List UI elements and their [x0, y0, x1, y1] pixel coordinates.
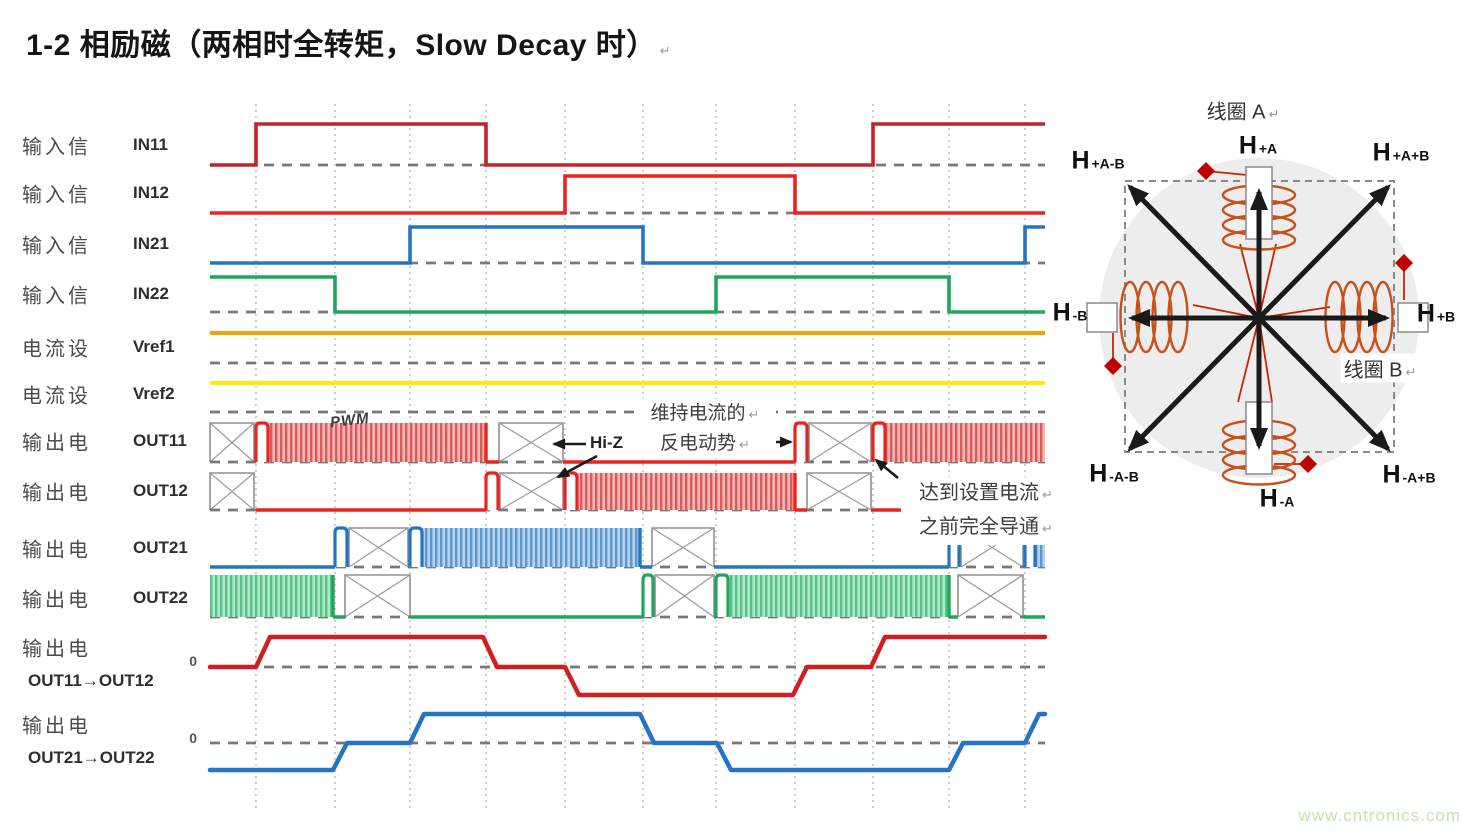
row-label-in12: 输入信 [22, 184, 91, 207]
field-label-h-minus-a-plus-b: H-A+B [1382, 461, 1435, 490]
row-label-vref2: 电流设 [22, 385, 91, 408]
zero-level-label-out11-out12: 0 [189, 653, 197, 669]
field-label-h-minus-a: H-A [1260, 485, 1295, 514]
signal-name-out12: OUT12 [133, 481, 188, 500]
field-label-main: H [1052, 298, 1071, 327]
return-mark: ↵ [1042, 521, 1053, 536]
row-label-out11: 输出电 [22, 432, 91, 455]
signal-name-out21: OUT21 [133, 538, 188, 557]
field-label-sub: -A [1279, 493, 1295, 510]
signal-name-out22: OUT22 [133, 588, 188, 607]
field-label-h-plus-a-plus-b: H+A+B [1373, 139, 1430, 168]
hiz-annotation: Hi-Z [588, 433, 626, 453]
reach-current-annotation: 达到设置电流↵ 之前完全导通↵ [901, 477, 1071, 545]
page-title-text: 1-2 相励磁（两相时全转矩，Slow Decay 时） [26, 29, 657, 62]
field-label-h-plus-a-minus-b: H+A-B [1071, 147, 1124, 176]
signal-name-vref1: Vref1 [133, 337, 175, 356]
field-label-h-minus-a-minus-b: H-A-B [1089, 460, 1139, 489]
field-label-main: H [1259, 484, 1278, 513]
field-label-sub: +A-B [1091, 155, 1125, 172]
return-mark: ↵ [659, 43, 672, 58]
back-emf-annotation: 维持电流的↵ 反电动势↵ [634, 399, 776, 459]
coil-a-label-text: 线圈 A [1206, 101, 1266, 124]
field-label-h-minus-b: H-B [1053, 299, 1088, 328]
back-emf-line1: 维持电流的 [650, 403, 746, 424]
return-mark: ↵ [1268, 106, 1280, 122]
return-mark: ↵ [739, 437, 750, 452]
field-label-main: H [1089, 459, 1108, 488]
field-label-sub: +B [1436, 308, 1456, 325]
signal-name-vref2: Vref2 [133, 384, 175, 403]
field-label-h-plus-b: H+B [1417, 300, 1455, 329]
signal-name-in11: IN11 [133, 135, 168, 154]
signal-name-in21: IN21 [133, 234, 169, 253]
return-mark: ↵ [1405, 364, 1417, 380]
return-mark: ↵ [748, 407, 760, 422]
coil-a-label: 线圈 A↵ [1207, 96, 1280, 125]
watermark: www.cntronics.com [1298, 806, 1461, 825]
row-label-vref1: 电流设 [22, 338, 91, 361]
field-label-main: H [1238, 131, 1257, 160]
field-label-sub: -A-B [1109, 468, 1139, 485]
reach-current-line1: 达到设置电流 [919, 482, 1040, 504]
field-label-sub: +A [1258, 140, 1278, 157]
reach-current-line2: 之前完全导通 [919, 516, 1040, 538]
signal-name-out11-out12: OUT11→OUT12 [28, 671, 154, 690]
signal-name-out21-out22: OUT21→OUT22 [28, 748, 155, 767]
page-title: 1-2 相励磁（两相时全转矩，Slow Decay 时）↵ [26, 20, 671, 64]
field-label-main: H [1382, 460, 1401, 489]
row-label-in11: 输入信 [22, 136, 91, 159]
coil-b-label: 线圈 B↵ [1340, 353, 1420, 383]
row-label-out21: 输出电 [22, 539, 91, 562]
field-label-h-plus-a: H+A [1239, 132, 1277, 161]
back-emf-line2: 反电动势 [660, 433, 737, 454]
field-label-sub: -A+B [1402, 469, 1436, 486]
row-label-in21: 输入信 [22, 235, 91, 258]
field-label-main: H [1071, 146, 1090, 175]
field-label-sub: -B [1072, 307, 1088, 324]
row-label-out22: 输出电 [22, 589, 91, 612]
signal-name-in12: IN12 [133, 183, 169, 202]
field-label-sub: +A+B [1392, 147, 1430, 164]
signal-name-out11: OUT11 [133, 431, 187, 450]
field-label-main: H [1372, 138, 1391, 167]
return-mark: ↵ [1042, 487, 1053, 502]
field-label-main: H [1416, 299, 1435, 328]
coil-b-label-text: 线圈 B [1343, 359, 1403, 382]
row-label-out11-out12: 输出电 [22, 638, 91, 661]
zero-level-label-out21-out22: 0 [189, 730, 197, 746]
row-label-out21-out22: 输出电 [22, 715, 91, 738]
row-label-in22: 输入信 [22, 285, 91, 308]
signal-name-in22: IN22 [133, 284, 169, 303]
row-label-out12: 输出电 [22, 482, 91, 505]
